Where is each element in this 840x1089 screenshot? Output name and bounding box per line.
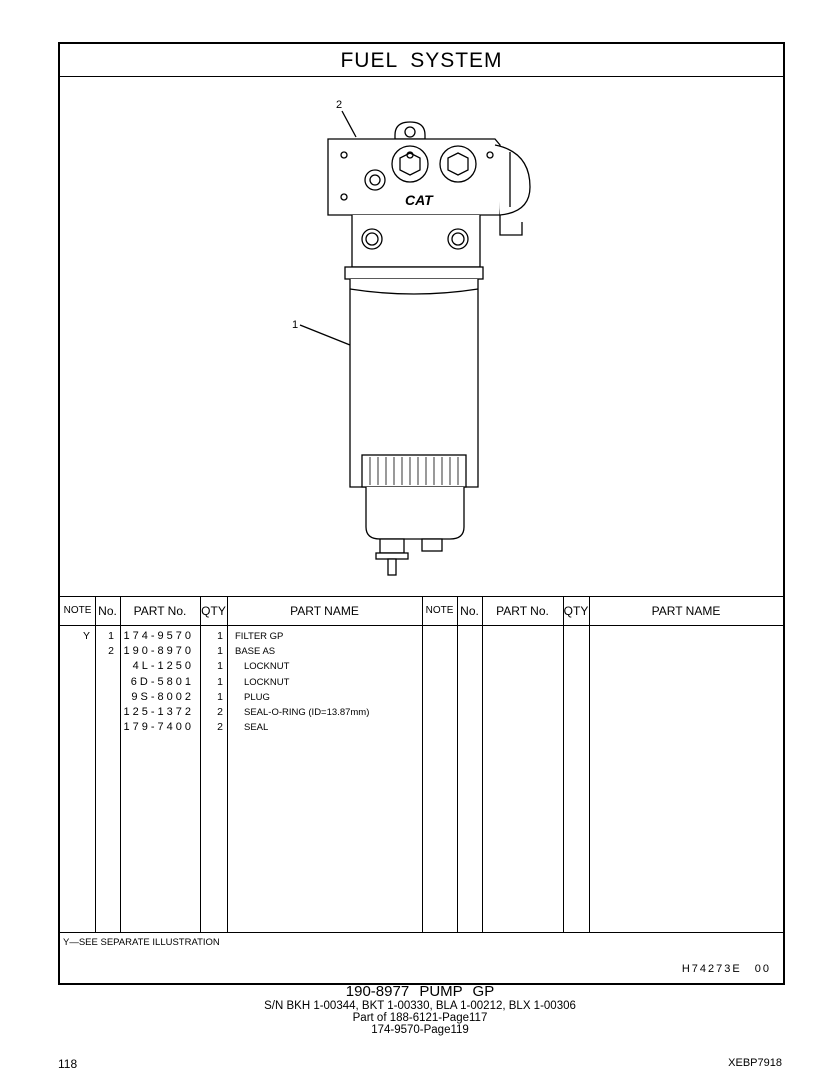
- row-part-no: 190-8970: [123, 645, 194, 658]
- row-no: [96, 720, 114, 735]
- parts-frame: FUEL SYSTEM 2 1 CAT: [58, 42, 785, 985]
- see-ref: 174-9570-Page119: [371, 1024, 469, 1036]
- row-no: [96, 705, 114, 720]
- row-no: [96, 690, 114, 705]
- header-no-2: No.: [457, 597, 482, 626]
- row-qty: 1: [217, 645, 223, 658]
- row-name: LOCKNUT: [244, 676, 290, 688]
- row-note: Y: [82, 630, 90, 642]
- row-note: [60, 659, 90, 674]
- header-qty: QTY: [200, 597, 227, 626]
- column-divider: [227, 597, 228, 933]
- row-name: FILTER GP: [235, 631, 284, 642]
- row-qty: 1: [217, 690, 223, 703]
- column-divider: [120, 597, 121, 933]
- document-id: XEBP7918: [728, 1057, 782, 1069]
- row-note: [60, 705, 90, 720]
- row-name: PLUG: [244, 691, 270, 703]
- column-divider: [422, 597, 423, 933]
- illustration-ref: H74273E 00: [681, 963, 771, 975]
- header-qty-2: QTY: [563, 597, 589, 626]
- row-qty: 1: [217, 660, 223, 673]
- row-part-no: 6D-5801: [130, 675, 194, 688]
- row-qty: 2: [217, 721, 223, 734]
- row-note: [60, 690, 90, 705]
- header-part-name-2: PART NAME: [589, 597, 783, 626]
- row-part-no: 174-9570: [123, 630, 194, 642]
- row-qty: 1: [217, 675, 223, 688]
- row-part-no: 179-7400: [123, 721, 194, 734]
- row-qty: 1: [217, 630, 223, 642]
- row-note: [60, 720, 90, 735]
- column-divider: [95, 597, 96, 933]
- page-number: 118: [58, 1057, 78, 1071]
- header-part-name: PART NAME: [227, 597, 422, 626]
- callout-2: 2: [336, 99, 342, 111]
- row-note: [60, 644, 90, 659]
- row-part-no: 4L-1250: [132, 660, 194, 673]
- row-name: BASE AS: [235, 646, 276, 658]
- header-part-no-2: PART No.: [482, 597, 563, 626]
- row-name: LOCKNUT: [244, 661, 290, 673]
- column-divider: [563, 597, 564, 933]
- row-name: SEAL-O-RING (ID=13.87mm): [244, 707, 370, 718]
- header-no: No.: [95, 597, 120, 626]
- row-part-no: 125-1372: [123, 706, 194, 718]
- column-divider: [482, 597, 483, 933]
- page-title: FUEL SYSTEM: [60, 44, 783, 77]
- callout-1: 1: [292, 319, 298, 331]
- group-title: 190-8977 PUMP GP: [345, 983, 495, 1000]
- row-note: [60, 675, 90, 690]
- fuel-filter-illustration: 2 1 CAT: [60, 77, 783, 596]
- column-divider: [457, 597, 458, 933]
- serial-numbers: S/N BKH 1-00344, BKT 1-00330, BLA 1-0021…: [264, 1000, 576, 1012]
- group-footer: 190-8977 PUMP GP S/N BKH 1-00344, BKT 1-…: [0, 983, 840, 1037]
- row-part-no: 9S-8002: [131, 690, 194, 703]
- part-of-ref: Part of 188-6121-Page117: [352, 1012, 488, 1024]
- row-no: [96, 675, 114, 690]
- column-divider: [589, 597, 590, 933]
- parts-table: NOTE No. PART No. QTY PART NAME NOTE No.…: [60, 596, 783, 933]
- column-divider: [200, 597, 201, 933]
- row-name: SEAL: [244, 722, 269, 734]
- header-note-2: NOTE: [422, 597, 457, 626]
- header-note: NOTE: [60, 597, 95, 626]
- row-no: 1: [108, 630, 114, 642]
- header-part-no: PART No.: [120, 597, 200, 626]
- cat-logo: CAT: [405, 192, 434, 208]
- note-text: Y—SEE SEPARATE ILLUSTRATION: [63, 937, 220, 948]
- row-no: 2: [108, 645, 114, 658]
- row-no: [96, 659, 114, 674]
- row-qty: 2: [217, 706, 223, 718]
- notes-box: Y—SEE SEPARATE ILLUSTRATION H74273E 00: [60, 932, 783, 984]
